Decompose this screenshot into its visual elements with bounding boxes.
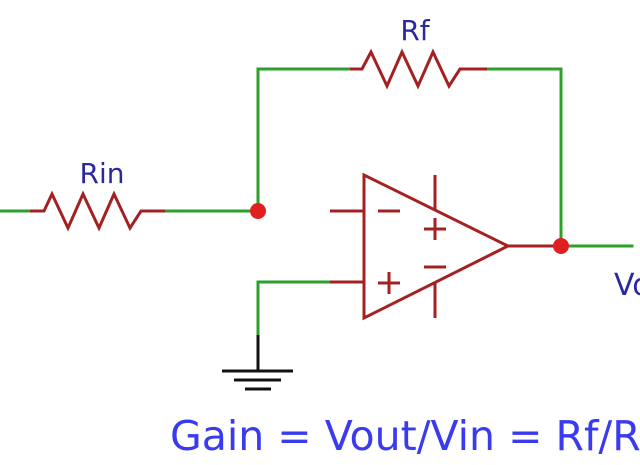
gain-formula: Gain = Vout/Vin = Rf/Rin [170, 412, 640, 460]
ground-wire [256, 280, 332, 337]
vout-label: Vout [614, 268, 640, 303]
feedback-left-wire [256, 67, 352, 213]
rf-resistor [350, 48, 487, 90]
ground-icon [222, 335, 293, 391]
rf-label: Rf [400, 14, 430, 47]
components [30, 48, 561, 321]
feedback-right-wire [485, 67, 563, 248]
wires [0, 67, 634, 337]
rin-label: Rin [80, 157, 125, 190]
output-junction-node [553, 238, 569, 254]
input-junction-node [250, 203, 266, 219]
rin-resistor [30, 190, 165, 232]
